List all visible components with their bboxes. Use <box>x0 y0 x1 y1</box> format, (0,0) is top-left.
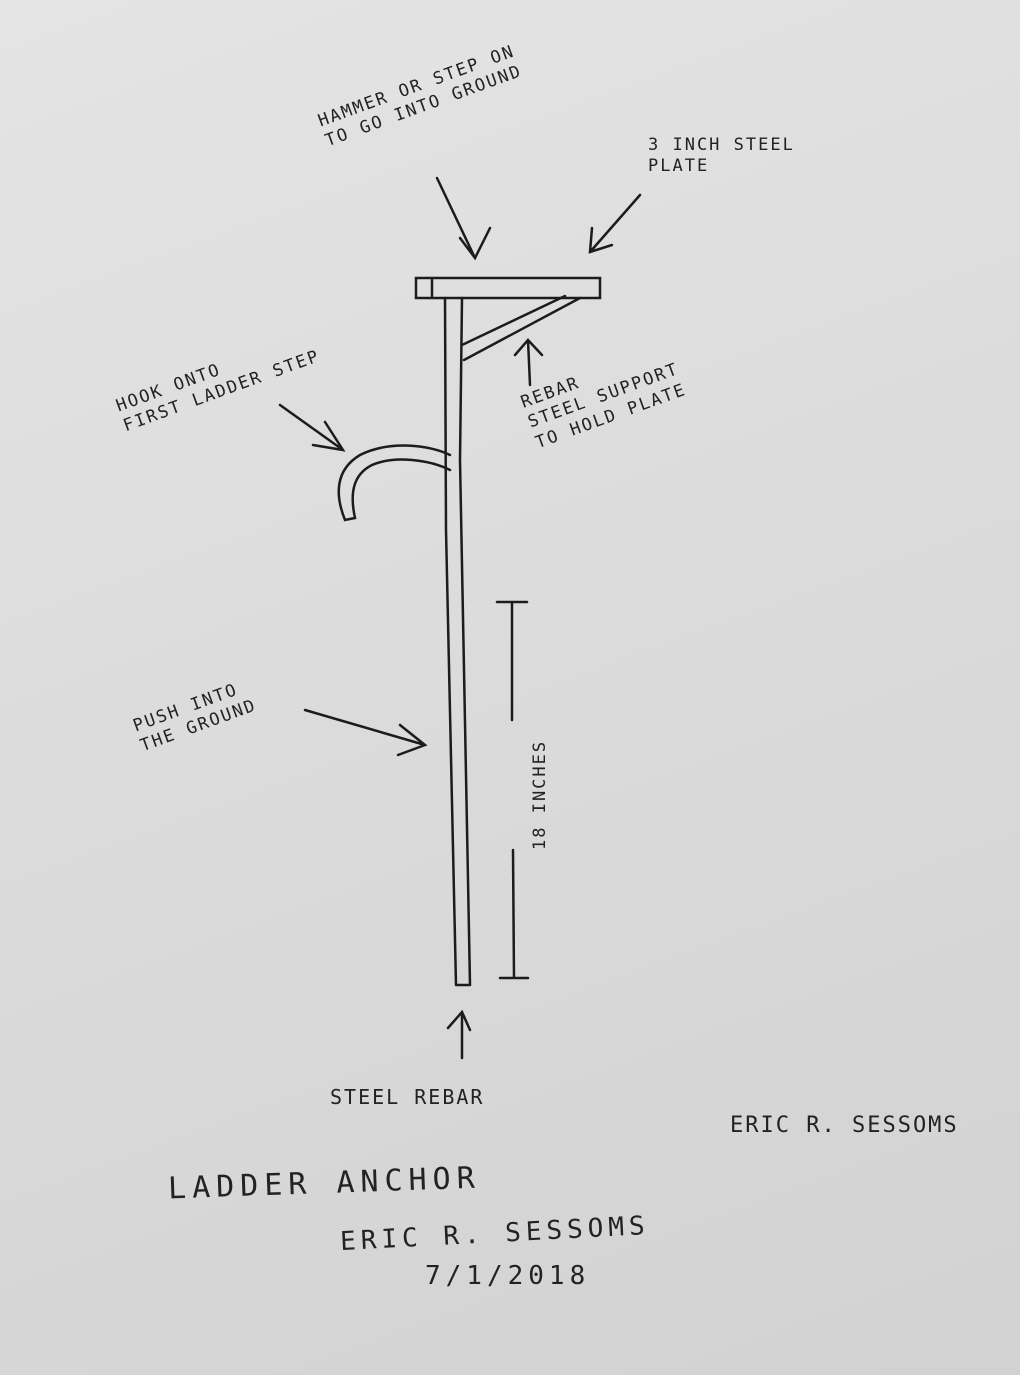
label-length: 18 INCHES <box>530 739 550 850</box>
diagonal-support <box>460 294 582 362</box>
arrow-push <box>303 708 428 757</box>
dimension-line <box>495 600 530 980</box>
arrow-hammer <box>435 176 492 261</box>
arrow-rebar <box>446 1009 472 1060</box>
hook <box>337 444 452 522</box>
arrow-hook <box>278 403 346 452</box>
label-rebar: STEEL REBAR <box>330 1085 485 1109</box>
steel-plate <box>414 276 602 300</box>
label-plate: 3 INCH STEEL PLATE <box>648 135 795 177</box>
signature: ERIC R. SESSOMS <box>730 1113 959 1138</box>
arrow-support <box>513 338 544 387</box>
arrow-plate <box>588 193 642 254</box>
rebar-shaft <box>443 296 472 987</box>
document-date: 7/1/2018 <box>425 1261 591 1291</box>
